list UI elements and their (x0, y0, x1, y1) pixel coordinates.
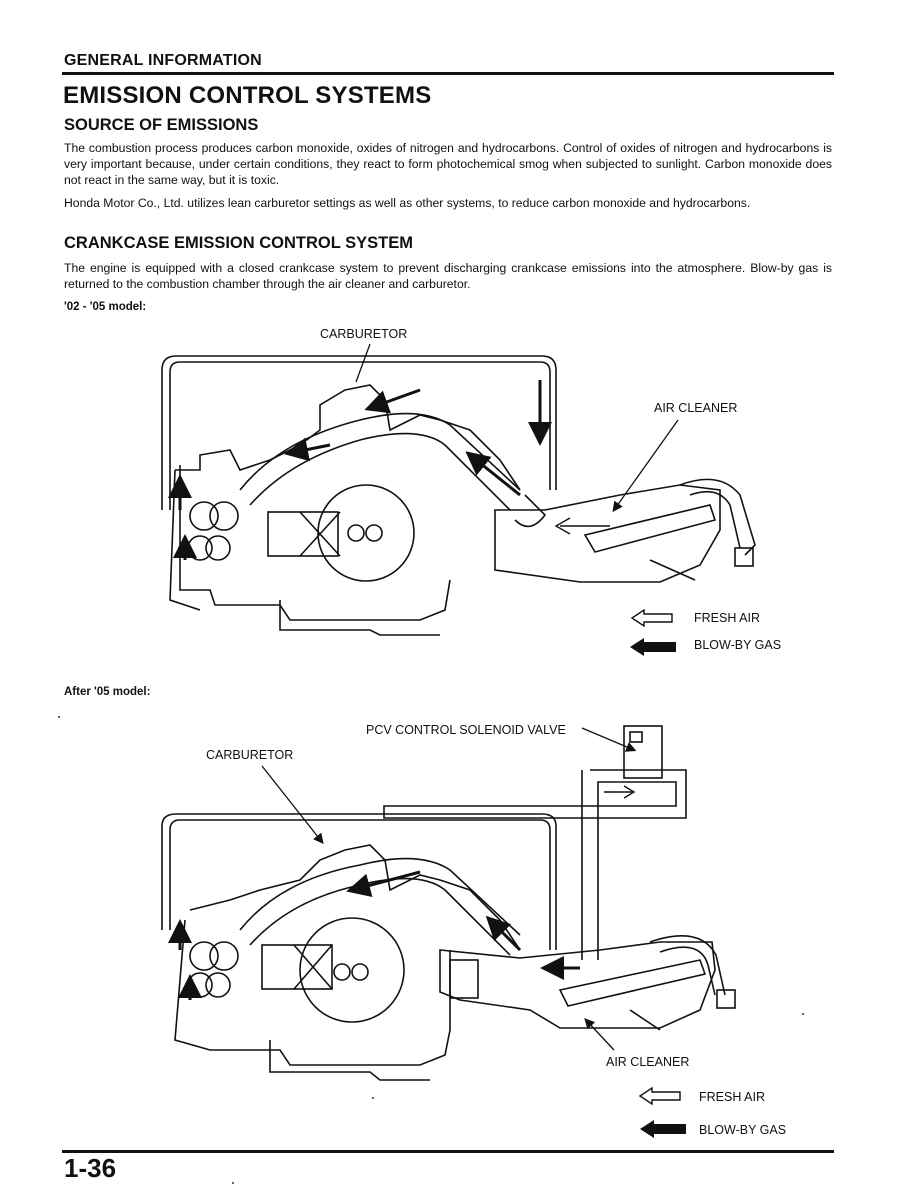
heading-source-of-emissions: SOURCE OF EMISSIONS (64, 116, 259, 134)
scan-speck (232, 1182, 234, 1184)
diagram-late-model: PCV CONTROL SOLENOID VALVE CARBURETOR AI… (161, 723, 786, 1138)
scan-speck (802, 1013, 804, 1015)
page-title: EMISSION CONTROL SYSTEMS (63, 82, 432, 109)
paragraph-source-1: The combustion process produces carbon m… (64, 141, 832, 187)
page-number: 1-36 (64, 1153, 117, 1183)
header-rule (62, 72, 834, 75)
legend-fresh-air-late: FRESH AIR (638, 1086, 765, 1106)
paragraph-source-2: Honda Motor Co., Ltd. utilizes lean carb… (64, 196, 751, 210)
engine-drawing-late (161, 725, 736, 1081)
fresh-air-legend-icon-late (638, 1086, 681, 1106)
paragraph-crankcase: The engine is equipped with a closed cra… (64, 261, 832, 291)
diagram-early-model: CARBURETOR AIR CLEANER (161, 327, 781, 656)
fresh-air-arrow-late (604, 785, 636, 799)
blowby-arrows-early (168, 380, 552, 560)
blowby-legend-icon (630, 638, 676, 656)
section-label: GENERAL INFORMATION (64, 52, 262, 69)
label-air-cleaner-late: AIR CLEANER (606, 1055, 689, 1069)
label-pcv-valve: PCV CONTROL SOLENOID VALVE (366, 723, 566, 737)
label-air-cleaner: AIR CLEANER (654, 401, 737, 415)
heading-crankcase: CRANKCASE EMISSION CONTROL SYSTEM (64, 234, 413, 252)
footer-rule (62, 1150, 834, 1153)
blowby-legend-icon-late (640, 1120, 686, 1138)
label-carburetor-late: CARBURETOR (206, 748, 293, 762)
legend-blowby-label-late: BLOW-BY GAS (699, 1123, 786, 1137)
legend-blowby-label: BLOW-BY GAS (694, 638, 781, 652)
model-label-late: After '05 model: (64, 686, 151, 698)
blowby-arrows-late (168, 870, 580, 1000)
scan-speck (58, 716, 60, 718)
fresh-air-legend-icon (630, 608, 673, 628)
legend-blowby-late: BLOW-BY GAS (640, 1120, 786, 1138)
model-label-early: '02 - '05 model: (64, 301, 147, 313)
fresh-air-arrow-early (554, 517, 610, 535)
scan-speck (372, 1097, 374, 1099)
legend-fresh-air-label: FRESH AIR (694, 611, 760, 625)
legend-fresh-air-label-late: FRESH AIR (699, 1090, 765, 1104)
engine-drawing-early (161, 355, 756, 636)
legend-fresh-air-early: FRESH AIR (630, 608, 760, 628)
label-carburetor: CARBURETOR (320, 327, 407, 341)
legend-blowby-early: BLOW-BY GAS (630, 638, 781, 656)
